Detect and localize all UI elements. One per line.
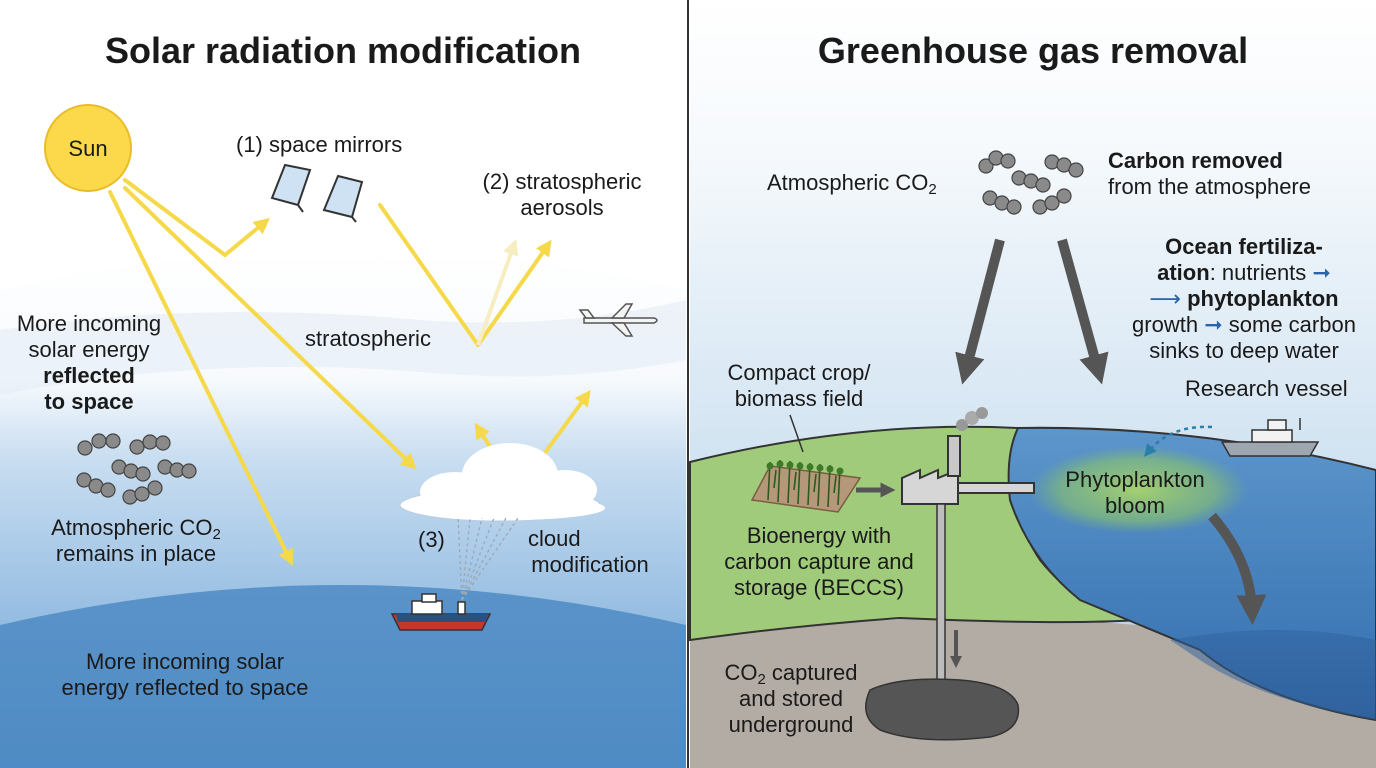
- atm-co2-text: Atmospheric CO: [767, 170, 929, 195]
- reflected-line1: More incoming: [16, 311, 162, 336]
- co2-molecule-icon: [978, 150, 1084, 215]
- crop-line1: Compact crop/: [727, 360, 871, 385]
- stored-co2-subscript: 2: [757, 671, 766, 688]
- earth-ocean-surface: [0, 585, 686, 768]
- cloud-icon: [399, 443, 605, 522]
- stratospheric-aerosols-line2: aerosols: [520, 195, 604, 220]
- cloud-seeding-spray: [457, 517, 519, 601]
- bottom-line2: energy reflected to space: [61, 675, 309, 700]
- stored-line1-rest: captured: [765, 660, 858, 685]
- carbon-removed-rest: from the atmosphere: [1108, 174, 1311, 199]
- left-panel-art: [0, 0, 686, 768]
- sun-icon: [44, 104, 132, 192]
- deep-water: [1170, 630, 1376, 720]
- beccs-line2: carbon capture and: [724, 549, 914, 574]
- ocean-line5: sinks to deep water: [1149, 338, 1339, 363]
- sun-label: Sun: [68, 136, 108, 161]
- cloud-line2: modification: [531, 552, 649, 577]
- airplane-icon: [578, 303, 658, 337]
- stored-line2: and stored: [739, 686, 843, 711]
- reflected-line4: to space: [44, 389, 134, 414]
- atmospheric-co2-label: Atmospheric CO2: [767, 170, 937, 198]
- carbon-removed-bold: Carbon removed: [1108, 148, 1283, 173]
- stratospheric-band-label: stratospheric: [305, 326, 431, 351]
- reservoir-icon: [865, 678, 1020, 741]
- factory-icon: [901, 407, 1035, 691]
- cloud-modification-label: cloud modification: [520, 526, 660, 578]
- co2-remains-line: remains in place: [55, 541, 217, 566]
- phytoplankton-bloom-label: Phytoplankton bloom: [1050, 467, 1220, 519]
- research-vessel-label: Research vessel: [1185, 376, 1348, 401]
- right-panel-title: Greenhouse gas removal: [817, 30, 1249, 71]
- arrow-right-long-icon: ⟶: [1149, 286, 1181, 311]
- beccs-line3: storage (BECCS): [734, 575, 904, 600]
- ocean-line1: Ocean fertiliza-: [1165, 234, 1323, 259]
- ship-icon: [390, 593, 492, 631]
- faded-ray: [476, 238, 519, 346]
- ocean-line4-b: some carbon: [1228, 312, 1356, 337]
- carbon-removal-arrows: [955, 238, 1267, 625]
- ocean-fertilization-label: Ocean fertiliza- ation: nutrients ➞ ⟶ ph…: [1112, 234, 1376, 364]
- ocean-line3: phytoplankton: [1187, 286, 1339, 311]
- atm-co2-subscript: 2: [928, 181, 937, 198]
- ocean-line2-bold: ation: [1157, 260, 1210, 285]
- bloom-line1: Phytoplankton: [1065, 467, 1205, 492]
- arrow-right-icon: ➞: [1312, 260, 1331, 285]
- stratospheric-band: [0, 300, 686, 395]
- beccs-line1: Bioenergy with: [746, 523, 892, 548]
- reflected-line3: reflected: [43, 363, 135, 388]
- reflected-line2: solar energy: [28, 337, 150, 362]
- atmospheric-co2-remains-label: Atmospheric CO2 remains in place: [22, 515, 250, 567]
- space-mirrors-label: (1) space mirrors: [236, 132, 403, 157]
- co2-label-text: Atmospheric CO: [51, 515, 213, 540]
- co2-stored-label: CO2 captured and stored underground: [706, 660, 876, 738]
- research-vessel-icon: [1220, 418, 1320, 457]
- space-mirror-icon: [270, 163, 312, 213]
- bottom-line1: More incoming solar: [85, 649, 285, 674]
- space-mirror-icon: [322, 174, 364, 223]
- stratospheric-aerosols-line1: (2) stratospheric: [482, 169, 642, 194]
- crop-field-pointer: [789, 414, 804, 453]
- arrow-right-icon: ➞: [1204, 312, 1223, 337]
- ocean-line4-a: growth: [1132, 312, 1199, 337]
- stored-line3: underground: [728, 712, 854, 737]
- ocean-line2-rest: : nutrients: [1209, 260, 1307, 285]
- stratospheric-aerosols-label: (2) stratospheric aerosols: [462, 169, 662, 221]
- crop-line2: biomass field: [734, 386, 864, 411]
- left-panel-title: Solar radiation modification: [104, 30, 582, 71]
- reflected-energy-label: More incoming solar energy reflected to …: [0, 311, 178, 415]
- stored-co2-text: CO: [724, 660, 758, 685]
- crop-field-label: Compact crop/ biomass field: [714, 360, 884, 412]
- crop-field-icon: [750, 459, 862, 513]
- right-panel-art: [689, 0, 1376, 768]
- cloud-number-label: (3): [418, 527, 445, 552]
- co2-subscript: 2: [212, 526, 221, 543]
- phytoplankton-bloom: [1028, 446, 1248, 534]
- bloom-line2: bloom: [1105, 493, 1165, 518]
- nutrient-release-arrow: [1144, 425, 1213, 457]
- beccs-label: Bioenergy with carbon capture and storag…: [706, 523, 932, 601]
- co2-molecule-icon: [76, 433, 197, 505]
- carbon-removed-label: Carbon removed from the atmosphere: [1108, 148, 1311, 200]
- bottom-reflected-label: More incoming solar energy reflected to …: [50, 649, 320, 701]
- cloud-line1: cloud: [528, 526, 581, 551]
